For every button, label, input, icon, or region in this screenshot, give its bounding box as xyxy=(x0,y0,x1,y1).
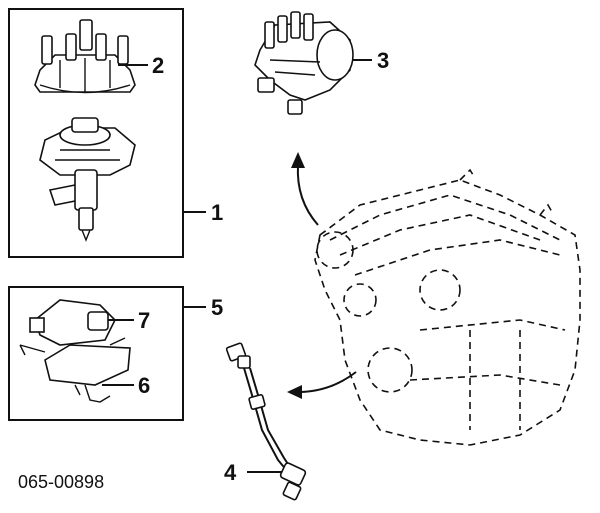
callout-1: 1 xyxy=(211,200,223,225)
callout-5: 5 xyxy=(211,295,223,320)
arrow-to-coil xyxy=(291,152,319,226)
callout-2: 2 xyxy=(152,53,164,78)
igniter-assembly xyxy=(19,299,131,403)
distributor-group-box xyxy=(8,8,184,258)
ignition-coil xyxy=(254,11,354,115)
oxygen-sensor xyxy=(225,342,307,501)
callout-3: 3 xyxy=(377,48,389,73)
callout-6: 6 xyxy=(138,373,150,398)
distributor-cap xyxy=(34,19,136,94)
callout-7: 7 xyxy=(138,308,150,333)
distributor-body xyxy=(39,117,136,242)
part-code-label: 065-00898 xyxy=(18,472,104,492)
igniter-group-box xyxy=(8,286,184,421)
arrow-to-sensor xyxy=(287,371,357,399)
engine-block xyxy=(314,168,581,446)
callout-4: 4 xyxy=(224,460,237,485)
